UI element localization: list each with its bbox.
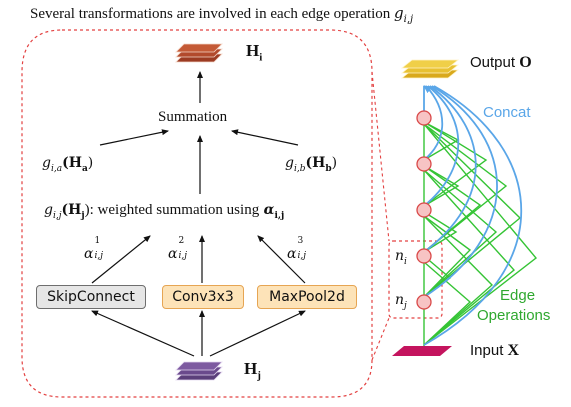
node-4 [416, 156, 432, 172]
gb-label: gi,b(Hb) [285, 156, 337, 174]
weighted-arg-sub: j [81, 210, 85, 221]
arrow-hj-to-max [209, 310, 306, 357]
maxpool2d-op-box: MaxPool2d [257, 285, 357, 309]
ga-label: gi,a(Ha) [42, 156, 93, 174]
ni-label-sub: i [404, 256, 407, 267]
graph-nodes [416, 110, 432, 310]
title-math-sub: i,j [403, 14, 414, 25]
hj-tensor-icon [175, 361, 223, 381]
edge-label-line2: Operations [477, 307, 551, 324]
hj-label-sub: j [257, 369, 261, 382]
input-tensor-icon [392, 346, 452, 356]
alpha-2-sym: α [168, 246, 178, 262]
weighted-sub: i,j [52, 210, 62, 221]
ni-label-text: n [395, 248, 405, 264]
node-5 [416, 110, 432, 126]
alpha-3-sub: i,j [297, 251, 306, 261]
nj-label-text: n [395, 292, 405, 308]
arrow-hj-to-skip [91, 310, 195, 357]
edge-label-line1: Edge [500, 287, 536, 304]
weighted-alpha-sub: i,j [274, 210, 285, 221]
figure-title: Several transformations are involved in … [30, 6, 413, 25]
hi-label: Hi [246, 42, 262, 63]
weighted-arg: (H [61, 202, 82, 218]
concat-lines [423, 85, 522, 346]
edge-operations-lines [423, 121, 538, 349]
output-symbol: O [519, 54, 532, 71]
alpha-2-sub: i,j [178, 251, 187, 261]
output-label: Output O [470, 55, 532, 71]
gb-arg-sub: b [325, 163, 332, 174]
node-nj [416, 294, 432, 310]
hj-label-text: H [244, 359, 258, 378]
title-math: g [394, 4, 404, 22]
weighted-summation-label: gi,j(Hj): weighted summation using αi,j [44, 203, 284, 221]
input-symbol: X [507, 342, 520, 359]
zoom-outline [21, 29, 373, 398]
weighted-fn: g [44, 202, 53, 218]
weighted-text: ): weighted summation using [84, 202, 260, 218]
zoom-connector-bottom [371, 317, 390, 361]
alpha-2-sup: 2 [178, 236, 185, 246]
summation-label: Summation [158, 109, 228, 125]
nj-label: nj [395, 293, 407, 311]
input-label: Input X [470, 343, 519, 359]
ga-sub: i,a [50, 163, 63, 174]
zoom-connector-top [371, 71, 390, 242]
arrow-ga-to-summation [99, 129, 169, 146]
gb-fn: g [285, 155, 294, 171]
ga-fn: g [42, 155, 51, 171]
ga-arg: (H [62, 155, 82, 171]
hi-label-sub: i [259, 51, 263, 64]
nj-label-sub: j [404, 300, 407, 311]
hi-tensor-icon [175, 43, 223, 63]
node-3 [416, 202, 432, 218]
node-ni [416, 248, 432, 264]
gb-sub: i,b [293, 163, 306, 174]
hi-label-text: H [246, 41, 260, 60]
gb-close: ) [331, 155, 338, 171]
weighted-alpha: α [263, 202, 275, 218]
arrow-skip-to-weighted [91, 235, 151, 284]
alpha-1-sub: i,j [94, 251, 103, 261]
conv3x3-op-box: Conv3x3 [162, 285, 244, 309]
alpha-3-sym: α [287, 246, 297, 262]
input-label-text: Input [470, 342, 504, 359]
ga-close: ) [87, 155, 94, 171]
arrow-max-to-weighted [257, 235, 306, 284]
figure-title-text: Several transformations are involved in … [30, 6, 391, 22]
output-label-text: Output [470, 54, 516, 71]
gb-arg: (H [305, 155, 326, 171]
output-tensor-icon [400, 59, 460, 79]
skipconnect-op-box: SkipConnect [36, 285, 146, 309]
ni-label: ni [395, 249, 407, 267]
hj-label: Hj [244, 360, 261, 381]
concat-label: Concat [483, 104, 531, 121]
ga-arg-sub: a [81, 163, 88, 174]
alpha-1-sup: 1 [94, 236, 101, 246]
alpha-1-sym: α [84, 246, 94, 262]
arrow-gb-to-summation [231, 129, 299, 146]
alpha-3-sup: 3 [297, 236, 304, 246]
